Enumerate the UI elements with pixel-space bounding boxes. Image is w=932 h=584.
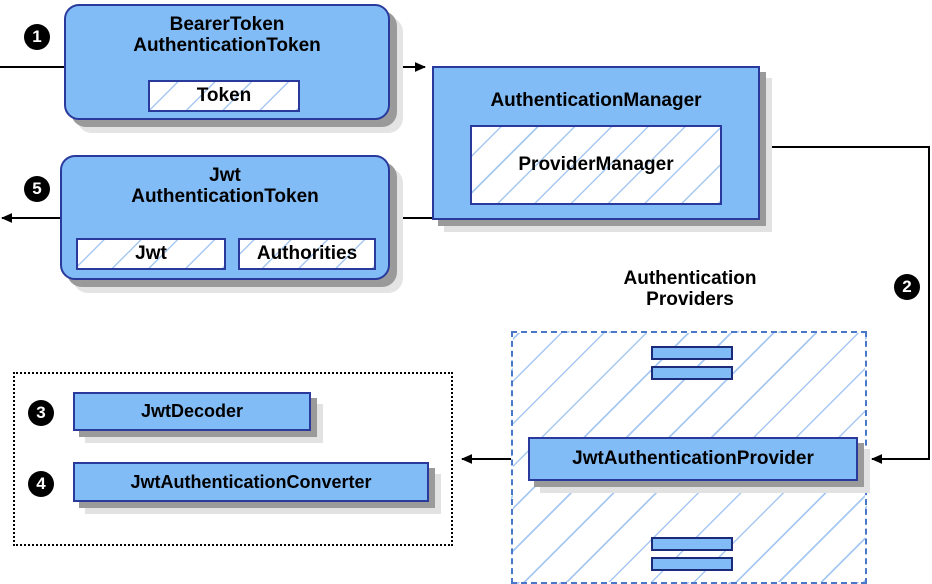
provider-stack-bar-top-1 <box>651 346 733 360</box>
authentication-providers-label: Authentication Providers <box>560 268 820 311</box>
authentication-manager-title: AuthenticationManager <box>490 90 702 111</box>
jwt-inner-box: Jwt <box>76 238 226 270</box>
jwt-authentication-provider-box[interactable]: JwtAuthenticationProvider <box>528 437 858 481</box>
jwt-token-line-1: Jwt <box>209 165 241 186</box>
provider-manager-box: ProviderManager <box>470 125 722 205</box>
step-badge-2: 2 <box>894 274 920 300</box>
authorities-label: Authorities <box>256 243 358 264</box>
jwt-decoder-box[interactable]: JwtDecoder <box>73 392 311 431</box>
provider-stack-bar-top-2 <box>651 366 733 380</box>
jwt-authentication-converter-box[interactable]: JwtAuthenticationConverter <box>73 462 429 502</box>
step-badge-3: 3 <box>28 400 54 426</box>
jwt-decoder-label: JwtDecoder <box>140 401 244 421</box>
step-badge-4: 4 <box>28 471 54 497</box>
provider-manager-label: ProviderManager <box>518 154 674 175</box>
jwt-authentication-provider-label: JwtAuthenticationProvider <box>572 448 814 469</box>
token-inner-box: Token <box>148 80 300 112</box>
jwt-authentication-converter-label: JwtAuthenticationConverter <box>130 471 372 492</box>
authentication-providers-label-line-1: Authentication <box>623 268 757 289</box>
jwt-label: Jwt <box>135 243 167 264</box>
bearer-token-line-2: AuthenticationToken <box>133 35 321 57</box>
jwt-support-container <box>13 372 453 546</box>
provider-stack-bar-bottom-1 <box>651 537 733 551</box>
authorities-inner-box: Authorities <box>238 238 376 270</box>
authentication-providers-label-line-2: Providers <box>646 289 734 311</box>
step-badge-1: 1 <box>24 24 50 50</box>
token-label: Token <box>196 85 252 106</box>
bearer-token-line-1: BearerToken <box>169 14 285 35</box>
provider-stack-bar-bottom-2 <box>651 557 733 571</box>
jwt-token-line-2: AuthenticationToken <box>131 186 319 208</box>
step-badge-5: 5 <box>24 176 50 202</box>
